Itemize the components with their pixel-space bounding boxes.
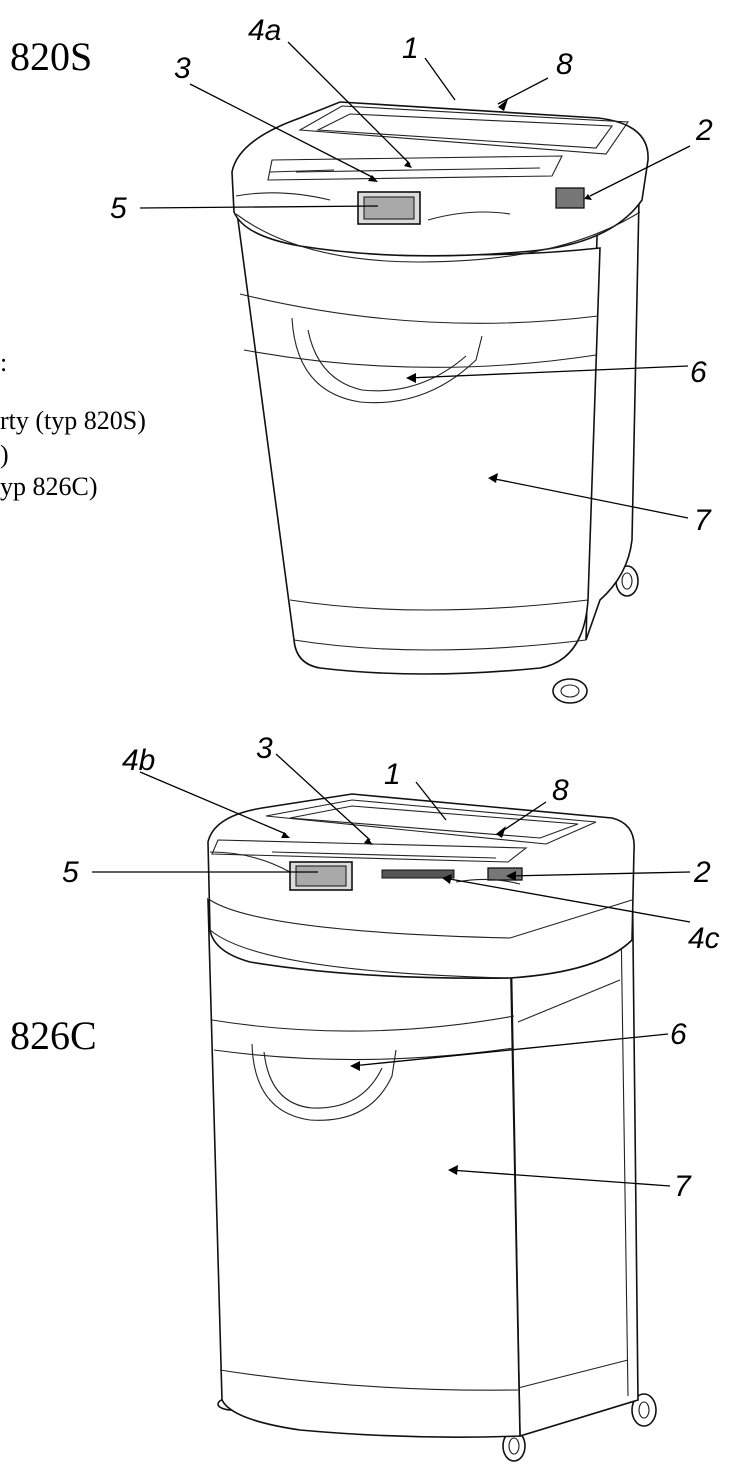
model-title-820s: 820S [10, 34, 93, 79]
legend-fragment-4: yp 826C) [0, 472, 98, 501]
power-switch-820s [555, 187, 585, 209]
power-switch-826c [487, 867, 523, 881]
callout-820s-1: 1 [402, 32, 419, 65]
callout-826c-6: 6 [670, 1018, 687, 1051]
top-tray-820s [298, 105, 630, 155]
bin-handle-826c [251, 1043, 397, 1121]
shredder-826c-illustration [207, 793, 657, 1462]
legend-fragment-3: ) [0, 440, 9, 469]
top-tray-826c [265, 799, 597, 845]
callout-826c-7: 7 [674, 1170, 692, 1203]
cd-slot-826c [381, 869, 455, 879]
callout-826c-4b: 4b [122, 744, 155, 777]
callout-820s-4a: 4a [248, 14, 281, 47]
callout-826c-5: 5 [62, 856, 79, 889]
callout-820s-8: 8 [556, 48, 573, 81]
callouts-826c [92, 753, 691, 1187]
callout-820s-7: 7 [694, 504, 712, 537]
feed-slot-826c [211, 839, 528, 863]
callout-826c-8: 8 [552, 774, 569, 807]
legend-fragment-1: : [0, 348, 8, 377]
callout-826c-1: 1 [384, 758, 401, 791]
callout-826c-4c: 4c [688, 922, 720, 955]
bin-handle-820s [291, 317, 483, 404]
callout-826c-2: 2 [693, 856, 711, 889]
caster-wheel [552, 678, 588, 704]
feed-slot-820s [267, 155, 563, 181]
legend-fragment-2: rty (typ 820S) [0, 406, 146, 435]
callout-820s-3: 3 [174, 52, 191, 85]
callout-820s-6: 6 [690, 356, 707, 389]
callouts-820s [139, 41, 691, 519]
callout-820s-2: 2 [695, 114, 713, 147]
caster-wheel [631, 1393, 657, 1427]
model-title-826c: 826C [10, 1013, 97, 1058]
callout-826c-3: 3 [256, 732, 273, 765]
shredder-820s-illustration [231, 101, 649, 704]
callout-820s-5: 5 [110, 192, 127, 225]
